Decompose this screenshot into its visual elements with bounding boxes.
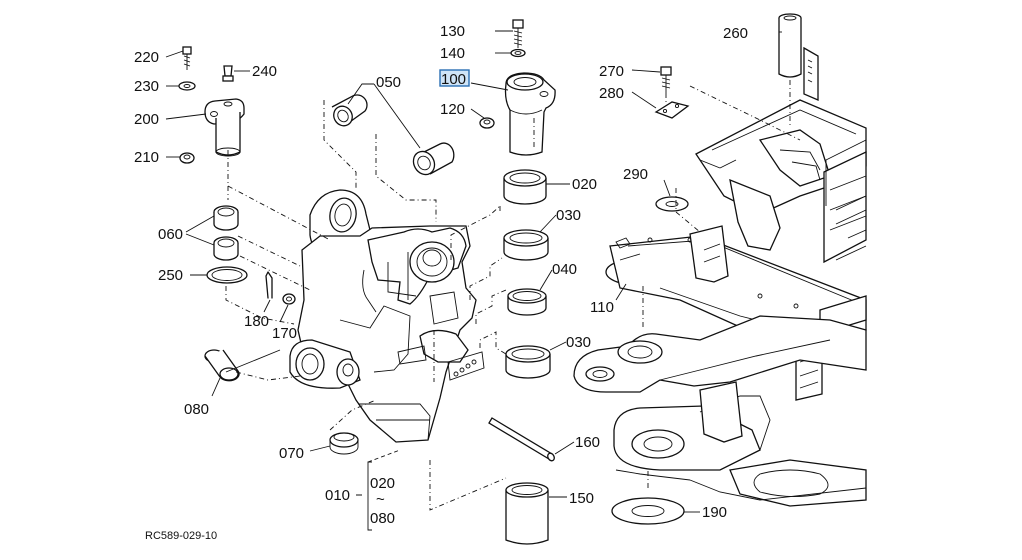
label-060[interactable]: 060 xyxy=(158,226,183,243)
label-270[interactable]: 270 xyxy=(599,63,624,80)
label-160[interactable]: 160 xyxy=(575,434,600,451)
label-280[interactable]: 280 xyxy=(599,85,624,102)
tractor-frame xyxy=(573,46,867,507)
part-200-pin-assembly[interactable] xyxy=(178,46,245,164)
part-150-sleeve[interactable] xyxy=(505,482,549,545)
label-030-lower[interactable]: 030 xyxy=(566,334,591,351)
label-220[interactable]: 220 xyxy=(134,49,159,66)
label-030-upper[interactable]: 030 xyxy=(556,207,581,224)
leader-lines xyxy=(165,30,782,531)
part-040-bushing[interactable] xyxy=(507,288,547,316)
label-290[interactable]: 290 xyxy=(623,166,648,183)
label-150[interactable]: 150 xyxy=(569,490,594,507)
selected-part-highlight xyxy=(439,69,470,87)
label-170[interactable]: 170 xyxy=(272,325,297,342)
label-250[interactable]: 250 xyxy=(158,267,183,284)
part-140-washer[interactable] xyxy=(510,48,526,58)
label-210[interactable]: 210 xyxy=(134,149,159,166)
diagram-reference: RC589-029-10 xyxy=(145,530,217,542)
label-100[interactable]: 100 xyxy=(441,71,466,88)
label-140[interactable]: 140 xyxy=(440,45,465,62)
part-170-washer[interactable] xyxy=(282,293,296,305)
part-020-bushing[interactable] xyxy=(503,169,547,205)
label-190[interactable]: 190 xyxy=(702,504,727,521)
label-110[interactable]: 110 xyxy=(590,299,614,316)
label-240[interactable]: 240 xyxy=(252,63,277,80)
part-060-bushings[interactable] xyxy=(213,205,239,261)
part-100-kingpin-housing[interactable] xyxy=(504,72,556,156)
part-030-bushing-upper[interactable] xyxy=(503,229,549,261)
label-050[interactable]: 050 xyxy=(376,74,401,91)
label-130[interactable]: 130 xyxy=(440,23,465,40)
part-050-bushings[interactable] xyxy=(330,94,455,178)
part-270-bolt[interactable] xyxy=(660,66,672,94)
label-070[interactable]: 070 xyxy=(279,445,304,462)
part-120-nut[interactable] xyxy=(479,117,495,129)
part-280-plate[interactable] xyxy=(654,101,690,119)
part-070-bushing[interactable] xyxy=(329,432,359,455)
label-120[interactable]: 120 xyxy=(440,101,465,118)
label-180[interactable]: 180 xyxy=(244,313,269,330)
part-250-seal[interactable] xyxy=(206,266,248,284)
part-160-pin[interactable] xyxy=(488,417,556,462)
part-080-bushing[interactable] xyxy=(204,349,240,382)
label-020[interactable]: 020 xyxy=(572,176,597,193)
label-020-range[interactable]: 020 xyxy=(370,475,395,492)
label-080[interactable]: 080 xyxy=(184,401,209,418)
part-130-bolt[interactable] xyxy=(512,19,524,48)
label-260[interactable]: 260 xyxy=(723,25,748,42)
label-200[interactable]: 200 xyxy=(134,111,159,128)
part-180-split-pin[interactable] xyxy=(265,271,273,299)
label-040[interactable]: 040 xyxy=(552,261,577,278)
label-230[interactable]: 230 xyxy=(134,78,159,95)
part-labels: 220 230 240 200 210 050 130 140 100 120 … xyxy=(134,23,748,542)
part-260-pin[interactable] xyxy=(778,13,802,78)
front-axle-bracket[interactable] xyxy=(289,189,485,443)
part-290-washer[interactable] xyxy=(655,196,689,212)
label-010[interactable]: 010 xyxy=(325,487,350,504)
label-080-range[interactable]: 080 xyxy=(370,510,395,527)
part-190-thrust-washer[interactable] xyxy=(611,497,685,525)
label-range-tilde: ~ xyxy=(376,491,385,508)
part-030-bushing-lower[interactable] xyxy=(505,345,551,379)
